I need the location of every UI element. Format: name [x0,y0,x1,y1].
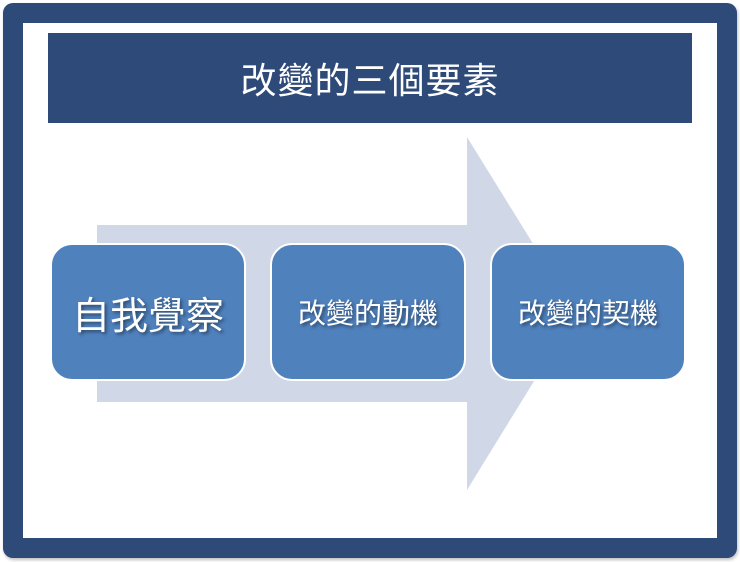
step-box-motivation: 改變的動機 [270,243,466,381]
step-label: 自我覺察 [71,293,224,338]
slide-title: 改變的三個要素 [240,61,500,102]
step-box-self-awareness: 自我覺察 [50,243,246,381]
step-box-opportunity: 改變的契機 [490,243,686,381]
title-banner: 改變的三個要素 [48,33,692,123]
step-label: 改變的契機 [517,297,658,330]
step-label: 改變的動機 [297,297,438,330]
